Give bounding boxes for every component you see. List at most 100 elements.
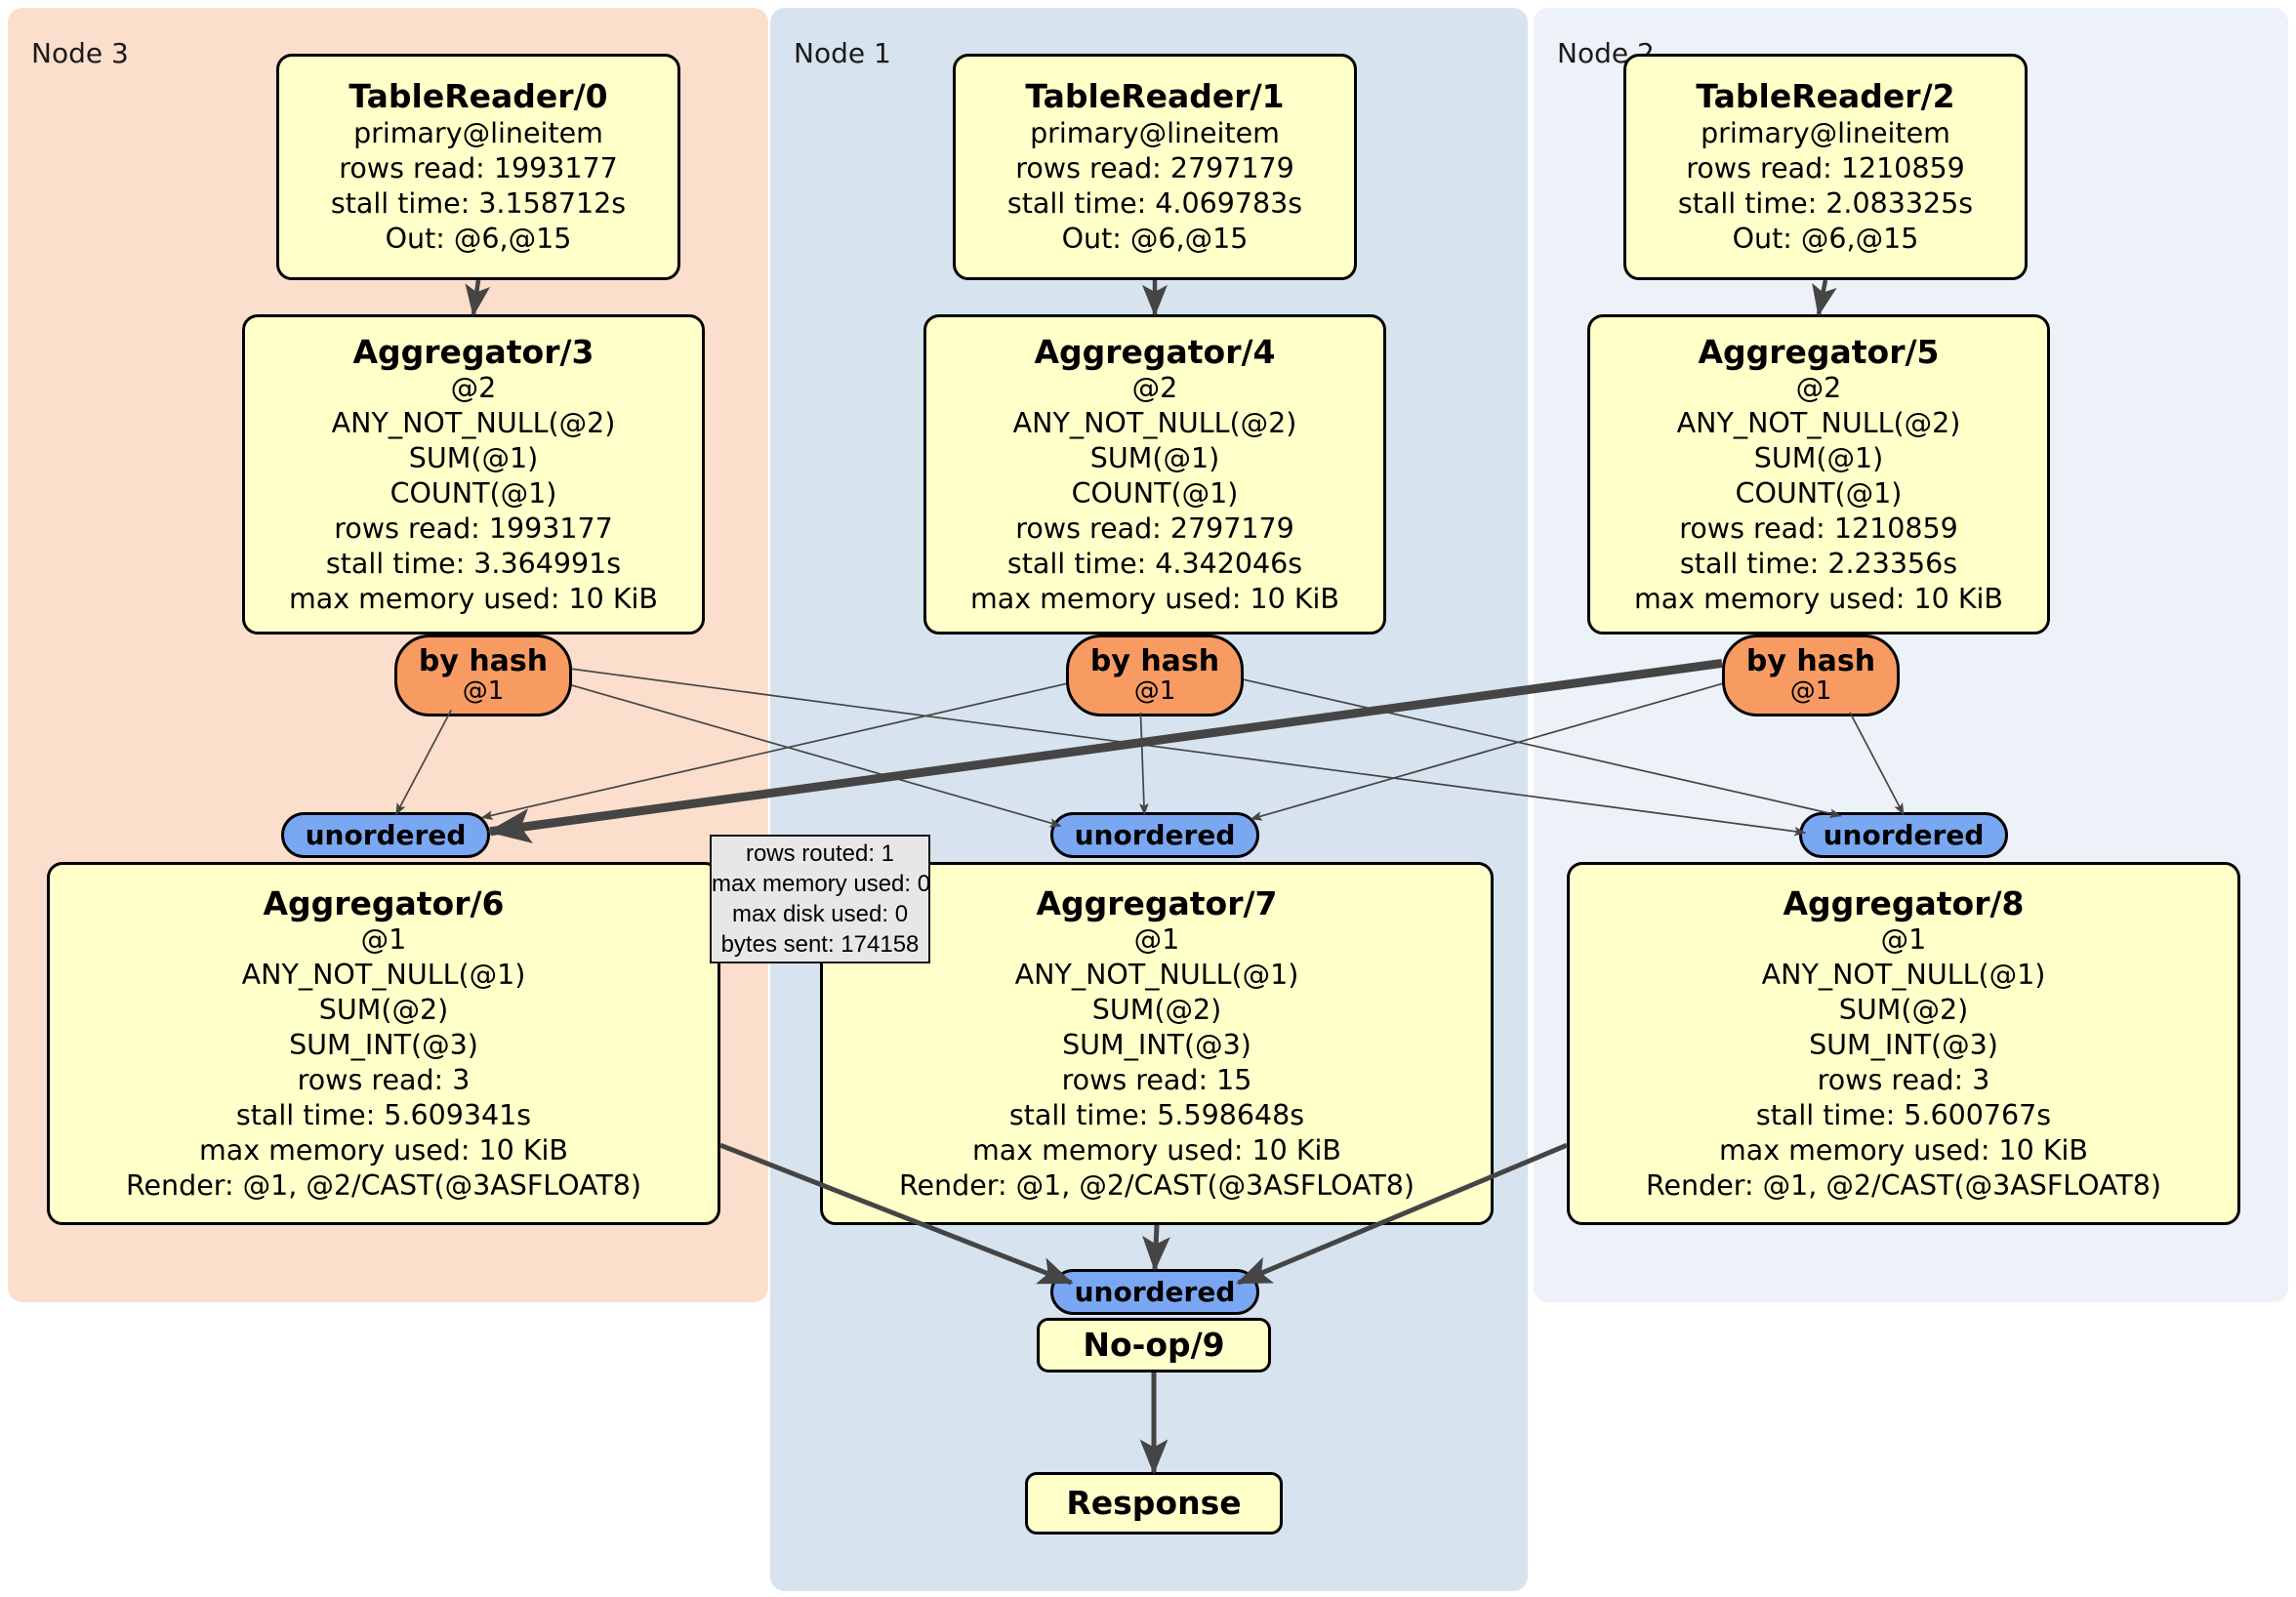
detail-line: stall time: 3.158712s: [330, 186, 627, 220]
processor-title: Aggregator/6: [263, 883, 505, 922]
detail-line: max memory used: 10 KiB: [972, 1133, 1341, 1167]
node-label: Node 1: [794, 37, 891, 69]
detail-line: stall time: 4.069783s: [1006, 186, 1303, 220]
detail-line: ANY_NOT_NULL(@2): [331, 407, 616, 440]
processor-title: Aggregator/7: [1036, 883, 1278, 922]
detail-line: max disk used: 0: [731, 901, 909, 927]
detail-line: stall time: 4.342046s: [1006, 547, 1303, 580]
stream-unordered-node3[interactable]: unordered: [281, 812, 490, 858]
router-hash-column: @1: [1133, 676, 1176, 706]
detail-line: @2: [450, 372, 497, 405]
detail-line: @1: [1880, 923, 1927, 957]
detail-line: Render: @1, @2/CAST(@3ASFLOAT8): [899, 1168, 1414, 1202]
router-label: by hash: [418, 643, 549, 678]
detail-line: SUM(@2): [318, 993, 449, 1026]
detail-line: Out: @6,@15: [385, 222, 572, 255]
detail-line: rows read: 2797179: [1015, 151, 1294, 184]
detail-line: rows read: 2797179: [1015, 512, 1294, 545]
detail-line: SUM(@1): [408, 441, 539, 474]
processor-response[interactable]: Response: [1025, 1472, 1283, 1535]
detail-line: stall time: 3.364991s: [325, 547, 622, 580]
processor-title: TableReader/2: [1696, 77, 1955, 116]
detail-line: Out: @6,@15: [1061, 222, 1249, 255]
detail-line: COUNT(@1): [390, 476, 557, 510]
detail-line: primary@lineitem: [353, 116, 603, 149]
detail-line: ANY_NOT_NULL(@1): [1014, 959, 1299, 992]
detail-line: max memory used: 10 KiB: [289, 582, 658, 615]
detail-line: ANY_NOT_NULL(@1): [241, 959, 526, 992]
detail-line: max memory used: 0: [712, 870, 931, 897]
processor-title: TableReader/0: [348, 77, 608, 116]
detail-line: Out: @6,@15: [1732, 222, 1919, 255]
stream-label: unordered: [1074, 818, 1236, 851]
detail-line: COUNT(@1): [1071, 476, 1239, 510]
stream-unordered-node1[interactable]: unordered: [1050, 812, 1259, 858]
detail-line: rows read: 15: [1061, 1063, 1252, 1096]
detail-line: SUM(@1): [1089, 441, 1220, 474]
detail-line: bytes sent: 174158: [720, 931, 920, 959]
detail-line: max memory used: 10 KiB: [1634, 582, 2003, 615]
detail-line: rows read: 3: [297, 1063, 471, 1096]
detail-line: ANY_NOT_NULL(@1): [1761, 959, 2046, 992]
detail-line: stall time: 2.23356s: [1679, 547, 1958, 580]
detail-line: primary@lineitem: [1701, 116, 1950, 149]
detail-line: rows read: 1993177: [339, 151, 618, 184]
stream-label: unordered: [1074, 1275, 1236, 1308]
detail-line: SUM(@2): [1091, 993, 1222, 1026]
detail-line: @2: [1795, 372, 1842, 405]
stream-unordered-final[interactable]: unordered: [1050, 1269, 1259, 1315]
processor-title: TableReader/1: [1025, 77, 1285, 116]
detail-line: ANY_NOT_NULL(@2): [1012, 407, 1297, 440]
router-by-hash-3[interactable]: by hash @1: [394, 635, 572, 717]
router-hash-column: @1: [1789, 676, 1832, 706]
router-label: by hash: [1745, 643, 1876, 678]
processor-title: Response: [1066, 1484, 1242, 1523]
detail-line: stall time: 5.609341s: [235, 1098, 532, 1131]
processor-title: Aggregator/8: [1783, 883, 2025, 922]
detail-line: stall time: 5.598648s: [1008, 1098, 1305, 1131]
detail-line: @1: [360, 923, 407, 957]
stream-unordered-node2[interactable]: unordered: [1799, 812, 2008, 858]
detail-line: ANY_NOT_NULL(@2): [1676, 407, 1961, 440]
detail-line: SUM(@2): [1838, 993, 1969, 1026]
detail-line: stall time: 5.600767s: [1755, 1098, 2052, 1131]
node-label: Node 3: [31, 37, 129, 69]
stream-label: unordered: [1823, 818, 1985, 851]
detail-line: Render: @1, @2/CAST(@3ASFLOAT8): [1646, 1168, 2161, 1202]
detail-line: max memory used: 10 KiB: [1719, 1133, 2088, 1167]
detail-line: SUM_INT(@3): [1062, 1028, 1251, 1061]
detail-line: SUM_INT(@3): [289, 1028, 478, 1061]
stream-label: unordered: [305, 818, 467, 851]
router-by-hash-5[interactable]: by hash @1: [1722, 635, 1900, 717]
detail-line: @2: [1131, 372, 1178, 405]
detail-line: stall time: 2.083325s: [1677, 186, 1974, 220]
processor-no-op-9[interactable]: No-op/9: [1037, 1318, 1271, 1372]
detail-line: COUNT(@1): [1735, 476, 1903, 510]
detail-line: rows read: 1210859: [1679, 512, 1958, 545]
detail-line: SUM_INT(@3): [1809, 1028, 1998, 1061]
router-by-hash-4[interactable]: by hash @1: [1066, 635, 1244, 717]
detail-line: rows read: 3: [1817, 1063, 1990, 1096]
processor-title: No-op/9: [1083, 1326, 1225, 1365]
processor-title: Aggregator/3: [352, 332, 594, 371]
processor-title: Aggregator/4: [1034, 332, 1276, 371]
